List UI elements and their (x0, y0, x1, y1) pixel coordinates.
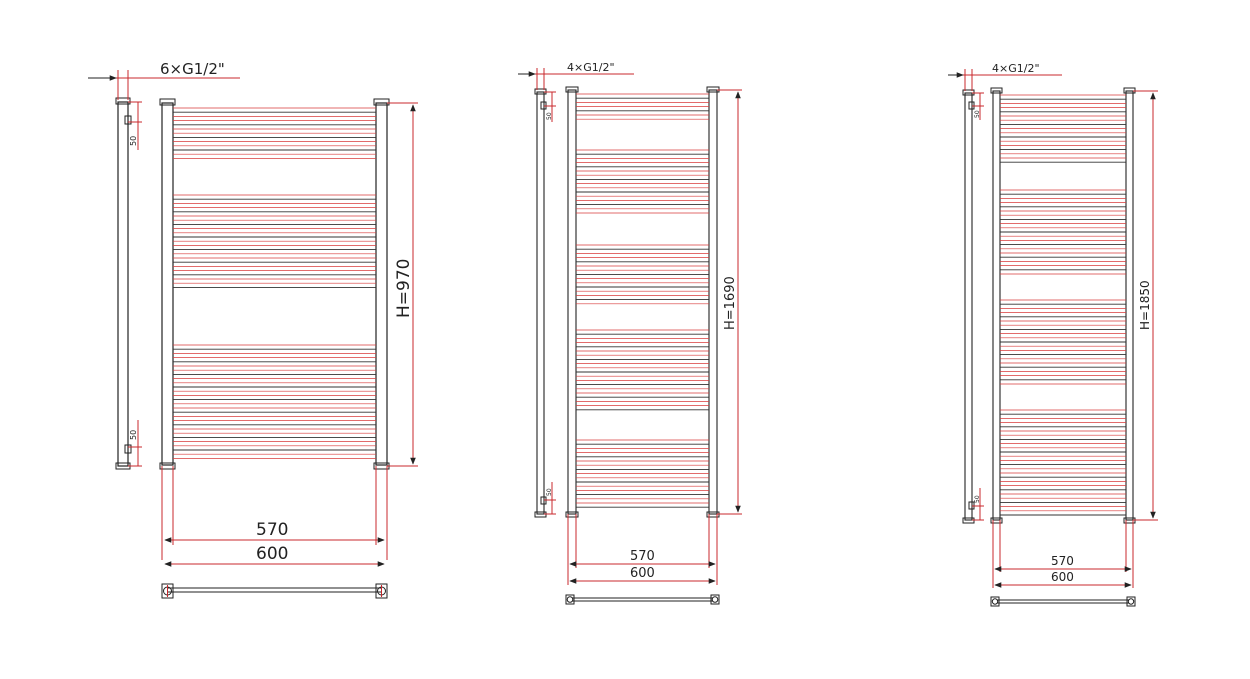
top-view (565, 594, 720, 605)
width-inner-label: 570 (256, 520, 288, 540)
height-dimension: H=970 (387, 102, 418, 467)
radiator-h970: 50 50 6×G1/2" H=97 (88, 60, 418, 599)
top-view (161, 583, 388, 599)
pipe-offset-bottom-label: 50 (129, 430, 138, 440)
height-label: H=1850 (1138, 280, 1152, 330)
width-dimensions: 570 600 (567, 514, 718, 585)
connection-callout: 6×G1/2" (88, 60, 240, 100)
pipe-offset-bottom-label: 50 (546, 488, 553, 496)
height-label: H=970 (394, 259, 414, 318)
pipe-offset-top-label: 50 (129, 136, 138, 146)
pipe-offset-bottom-label: 50 (974, 495, 981, 503)
rails (173, 107, 376, 459)
width-inner-label: 570 (630, 549, 655, 564)
side-view: 50 50 (534, 88, 556, 518)
connection-callout: 4×G1/2" (518, 61, 634, 90)
side-view: 50 50 (962, 89, 984, 524)
width-outer-label: 600 (1051, 570, 1074, 584)
rails (1000, 94, 1126, 516)
front-view (990, 87, 1136, 524)
width-outer-label: 600 (256, 544, 288, 564)
width-dimensions: 570 600 (992, 520, 1134, 588)
connection-label: 6×G1/2" (160, 60, 225, 78)
top-view (990, 596, 1136, 607)
pipe-offset-top-label: 50 (546, 112, 553, 120)
width-outer-label: 600 (630, 566, 655, 581)
width-inner-label: 570 (1051, 554, 1074, 568)
pipe-offset-top-label: 50 (974, 110, 981, 118)
front-view (565, 86, 720, 518)
front-view (159, 98, 390, 470)
height-dimension: H=1690 (717, 89, 742, 515)
connection-label: 4×G1/2" (992, 62, 1040, 75)
radiator-h1690: 50 50 4×G1/2" H=1690 (518, 61, 742, 605)
width-dimensions: 570 600 (161, 466, 388, 567)
connection-label: 4×G1/2" (567, 61, 615, 74)
height-dimension: H=1850 (1133, 90, 1158, 521)
connection-callout: 4×G1/2" (948, 62, 1062, 91)
rails (576, 93, 709, 508)
side-view: 50 50 (115, 97, 142, 470)
height-label: H=1690 (723, 276, 738, 330)
radiator-h1850: 50 50 4×G1/2" H=1850 (948, 62, 1158, 607)
